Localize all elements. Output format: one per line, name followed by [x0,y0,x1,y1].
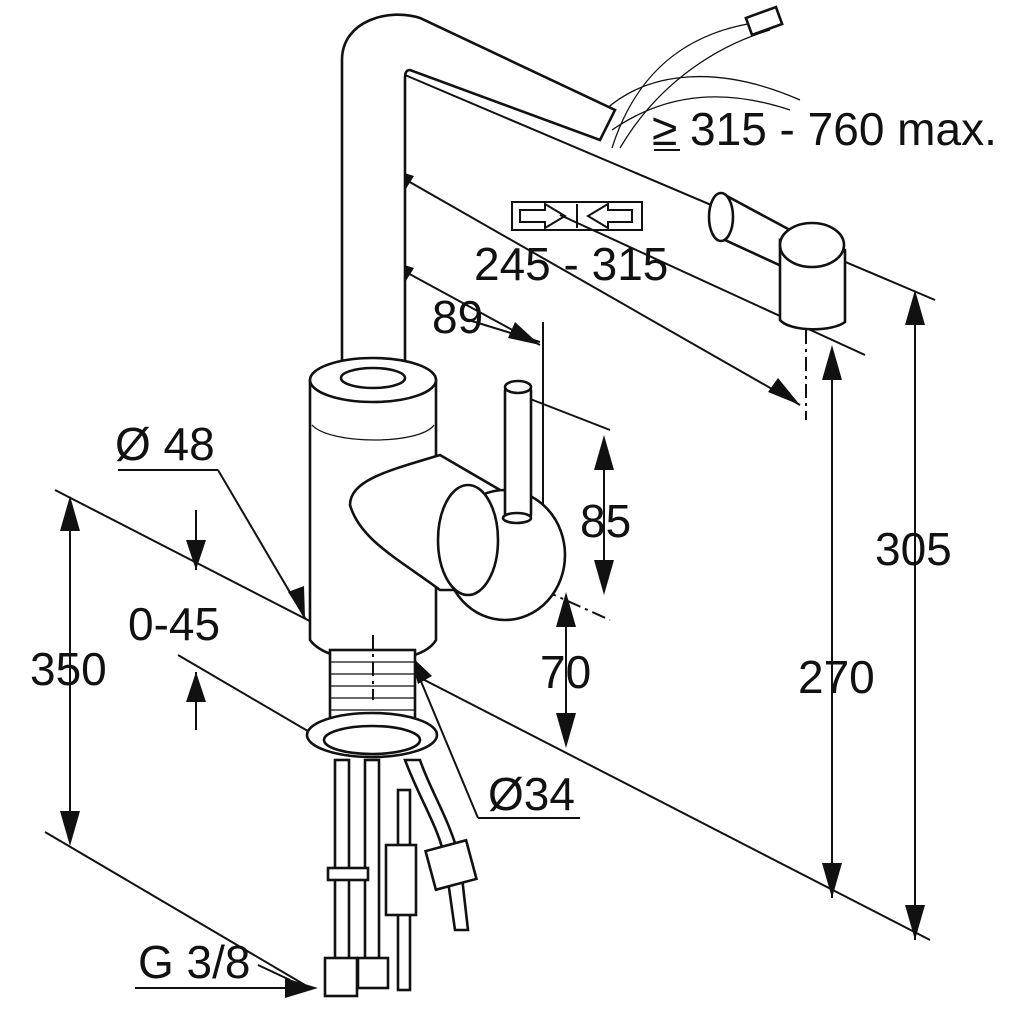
pull-out-symbol [511,201,643,231]
hose-illustration [604,5,801,149]
faucet-body [305,13,617,759]
label-diameter-body: Ø 48 [115,418,215,470]
label-thread-diameter: Ø34 [488,768,575,820]
supply-hoses [323,758,479,998]
label-thickness-range: 0-45 [128,598,220,650]
label-lever-base: 70 [540,646,591,698]
label-installation-height: 350 [30,643,107,695]
label-spout-offset: 89 [432,291,483,343]
dimension-labels: ≥ 315 - 760 max. 245 - 315 89 Ø 48 85 30… [30,103,997,988]
dimension-lines [44,74,936,989]
label-connection: G 3/8 [138,936,251,988]
label-total-height: 305 [875,523,952,575]
label-hose-extension: ≥ 315 - 760 max. [652,103,997,155]
label-lever-height: 85 [580,495,631,547]
label-spout-height: 270 [798,651,875,703]
spray-head [707,191,847,331]
label-spout-pull: 245 - 315 [474,238,668,290]
